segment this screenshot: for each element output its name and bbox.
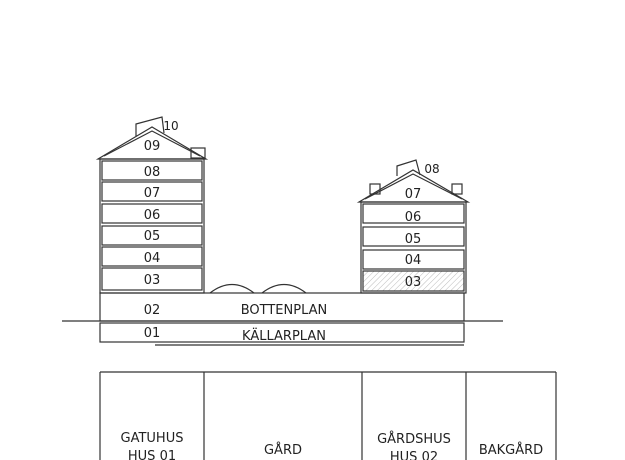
- gardshus-floor-04: 04: [405, 253, 422, 268]
- gardshus-floor-05: 05: [405, 232, 422, 247]
- gatuhus-floor-05: 05: [144, 229, 161, 244]
- kallarplan-label: KÄLLARPLAN: [242, 328, 326, 344]
- site-plan: [99, 371, 557, 460]
- gardshus-label-line1: GÅRDSHUS: [377, 431, 451, 447]
- gatuhus-floor-08: 08: [144, 165, 161, 180]
- ground-floor-slab: [99, 292, 465, 322]
- gardshus-tower: [356, 159, 471, 294]
- courtyard-dome-left: [209, 283, 255, 294]
- gardshus-floor-07: 07: [405, 187, 422, 202]
- gatuhus-label-line2: HUS 01: [128, 449, 176, 460]
- gatuhus-floor-04: 04: [144, 251, 161, 266]
- gatuhus-floor-09: 09: [144, 139, 161, 154]
- gard-label: GÅRD: [264, 442, 302, 458]
- basement-slab: [99, 322, 465, 343]
- gatuhus-floor-03: 03: [144, 273, 161, 288]
- floor-02: 02: [144, 303, 161, 318]
- gatuhus-label-line1: GATUHUS: [121, 431, 184, 446]
- gatuhus-tower: [95, 116, 209, 294]
- gatuhus-floor-10: 10: [163, 119, 178, 133]
- gardshus-label-line2: HUS 02: [390, 450, 438, 460]
- gardshus-floor-06: 06: [405, 210, 422, 225]
- bottenplan-label: BOTTENPLAN: [241, 303, 328, 318]
- bakgard-label: BAKGÅRD: [479, 442, 543, 458]
- gatuhus-floor-07: 07: [144, 186, 161, 201]
- courtyard-dome-right: [261, 283, 307, 294]
- gatuhus-floor-06: 06: [144, 208, 161, 223]
- gardshus-floor-08: 08: [424, 162, 439, 176]
- floor-01: 01: [144, 326, 161, 341]
- gardshus-floor-03: 03: [405, 275, 422, 290]
